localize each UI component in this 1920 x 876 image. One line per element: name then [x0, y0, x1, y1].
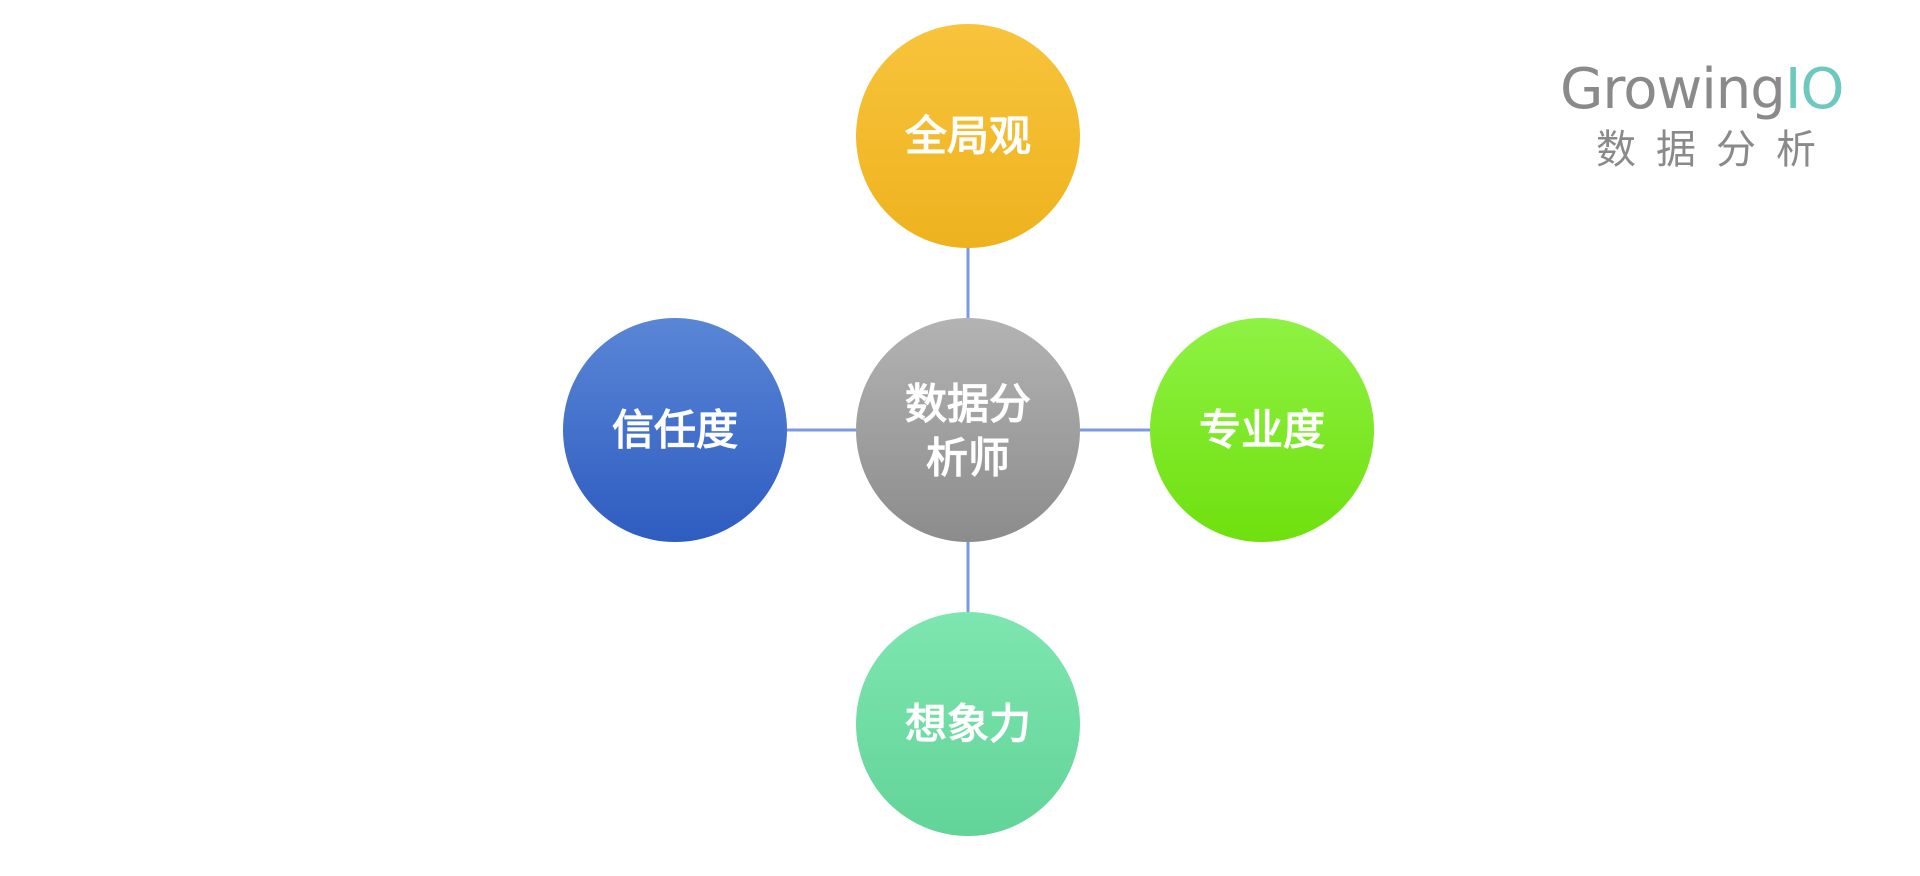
node-bottom-circle — [856, 612, 1080, 836]
node-center-label-line2: 析师 — [926, 434, 1010, 483]
node-left-label: 信任度 — [612, 406, 738, 455]
logo-word-main: Growing — [1560, 57, 1786, 122]
logo-wordmark: GrowingIO — [1560, 57, 1845, 122]
node-left-circle — [563, 318, 787, 542]
node-right-label: 专业度 — [1199, 406, 1325, 455]
node-center: 数据分 析师 — [856, 318, 1080, 542]
node-left: 信任度 — [563, 318, 787, 542]
logo-word-accent: IO — [1784, 57, 1845, 122]
node-top: 全局观 — [856, 24, 1080, 248]
node-bottom-label: 想象力 — [905, 700, 1031, 749]
node-top-circle — [856, 24, 1080, 248]
logo-subtitle: 数据分析 — [1596, 127, 1836, 173]
node-center-circle — [856, 318, 1080, 542]
node-right: 专业度 — [1150, 318, 1374, 542]
growingio-logo: GrowingIO 数据分析 — [1560, 58, 1870, 178]
node-bottom: 想象力 — [856, 612, 1080, 836]
node-top-label: 全局观 — [904, 112, 1031, 161]
node-right-circle — [1150, 318, 1374, 542]
node-center-label-line1: 数据分 — [905, 380, 1031, 429]
